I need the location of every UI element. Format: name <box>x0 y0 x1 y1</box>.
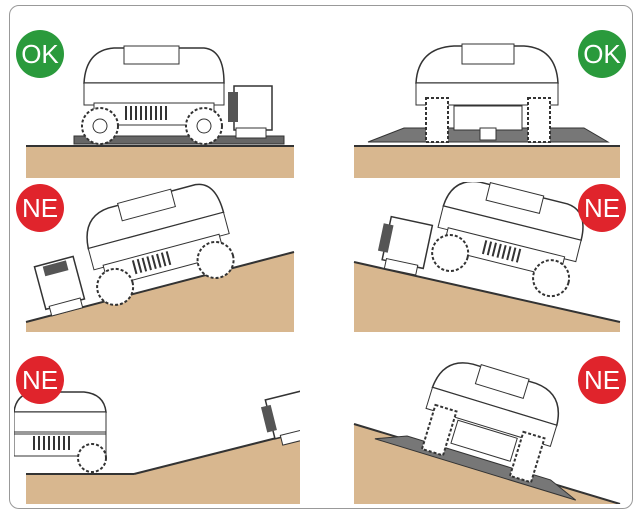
panel-downhill-side: NE <box>344 182 630 332</box>
mower-downhill-drawing <box>353 182 621 332</box>
panel-flat-rear: OK <box>344 28 630 178</box>
ne-badge: NE <box>16 356 64 404</box>
station-slope-drawing <box>14 389 300 504</box>
panel-flat-side: OK <box>14 28 300 178</box>
panel-side-slope-rear: NE <box>344 354 630 504</box>
panel-station-on-slope: NE <box>14 354 300 504</box>
ne-label: NE <box>583 192 621 223</box>
ok-badge: OK <box>578 30 626 78</box>
mower-side-slope-drawing <box>353 362 621 504</box>
ne-badge: NE <box>16 184 64 232</box>
ne-label: NE <box>21 192 59 223</box>
ne-badge: NE <box>578 184 626 232</box>
mower-flat-side-drawing <box>26 45 294 178</box>
ne-label: NE <box>583 364 621 395</box>
ne-label: NE <box>21 364 59 395</box>
mower-flat-rear-drawing <box>354 43 620 178</box>
mower-uphill-drawing <box>25 183 295 332</box>
ne-badge: NE <box>578 356 626 404</box>
ok-label: OK <box>21 38 59 69</box>
ok-label: OK <box>583 38 621 69</box>
ok-badge: OK <box>16 30 64 78</box>
panel-uphill-side: NE <box>14 182 300 332</box>
